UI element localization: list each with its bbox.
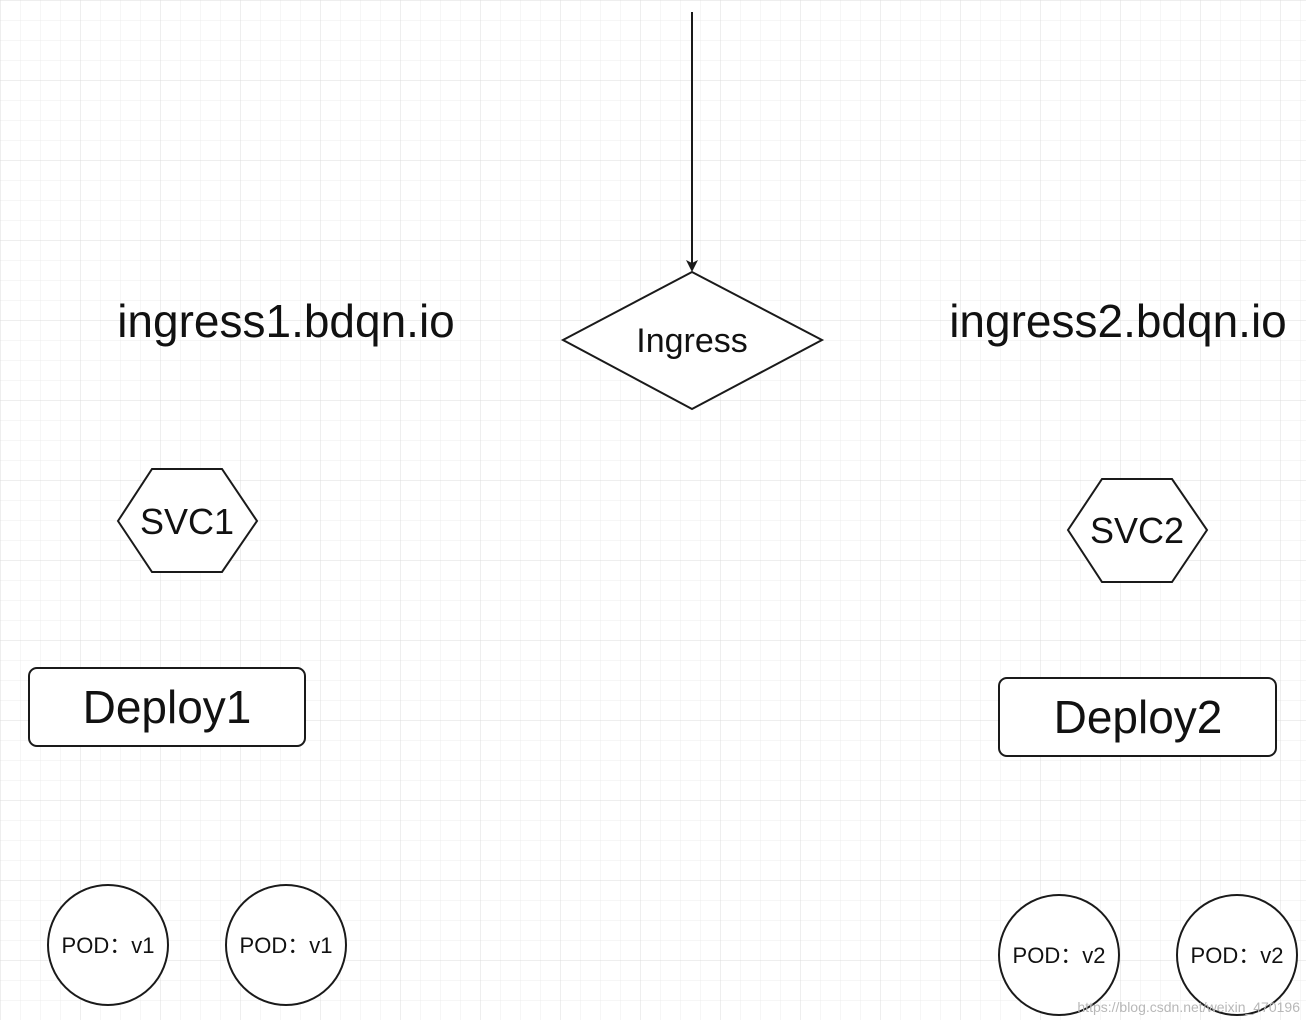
pod-node-right-1[interactable]: POD：v2	[998, 894, 1120, 1016]
svc1-hexagon	[116, 468, 259, 573]
pod-circle	[998, 894, 1120, 1016]
watermark-text: https://blog.csdn.net/weixin_470196	[1077, 999, 1300, 1015]
pod-label: POD：v1	[62, 933, 155, 958]
domain-label-left: ingress1.bdqn.io	[117, 295, 455, 347]
deploy2-box	[998, 677, 1277, 757]
svc1-label: SVC1	[140, 501, 234, 542]
deployment-node-left[interactable]: Deploy1	[28, 667, 306, 747]
service-node-right[interactable]: SVC2	[1066, 478, 1209, 583]
svc2-hexagon	[1066, 478, 1209, 583]
pod-label: POD：v2	[1191, 943, 1284, 968]
domain-label-right: ingress2.bdqn.io	[949, 295, 1287, 347]
pod-circle	[47, 884, 169, 1006]
pod-node-right-2[interactable]: POD：v2	[1176, 894, 1298, 1016]
svc2-label: SVC2	[1090, 510, 1184, 551]
pod-node-left-2[interactable]: POD：v1	[225, 884, 347, 1006]
deploy1-box	[28, 667, 306, 747]
deploy1-label: Deploy1	[83, 681, 252, 733]
ingress-label: Ingress	[636, 322, 748, 360]
ingress-diamond	[560, 270, 825, 411]
pod-label: POD：v2	[1013, 943, 1106, 968]
pod-circle	[1176, 894, 1298, 1016]
ingress-node[interactable]: Ingress	[560, 270, 825, 411]
service-node-left[interactable]: SVC1	[116, 468, 259, 573]
pod-label: POD：v1	[240, 933, 333, 958]
pod-circle	[225, 884, 347, 1006]
pod-node-left-1[interactable]: POD：v1	[47, 884, 169, 1006]
deploy2-label: Deploy2	[1054, 691, 1223, 743]
deployment-node-right[interactable]: Deploy2	[998, 677, 1277, 757]
